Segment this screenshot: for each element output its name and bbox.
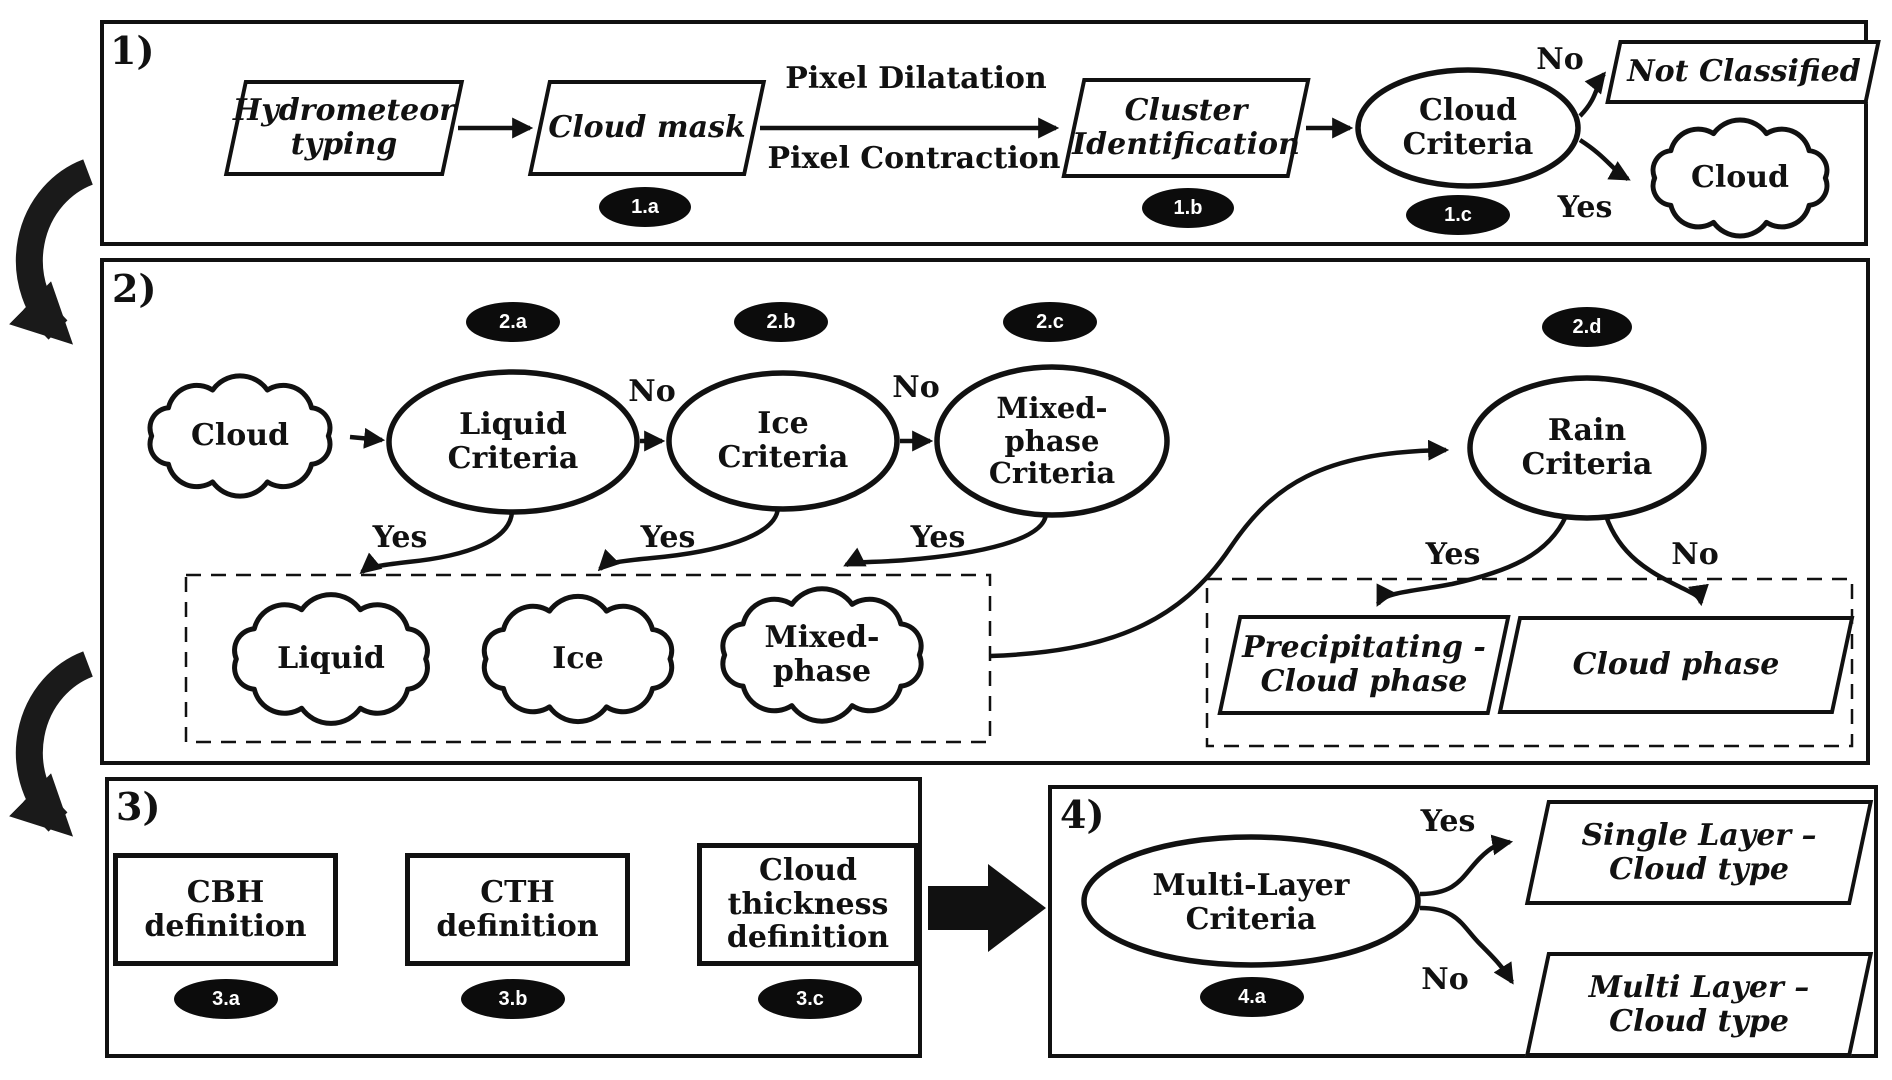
arrow-phasebox-to-rain xyxy=(989,439,1450,659)
cth-definition-node xyxy=(405,853,630,966)
ice-yes-label: Yes xyxy=(640,520,696,556)
liquid-cloud-label: Liquid xyxy=(277,641,385,677)
multilayer-no-label: No xyxy=(1421,962,1469,998)
arrow-multilayer-no xyxy=(1419,905,1514,985)
section3-label: 3) xyxy=(116,784,161,829)
multilayer-criteria-ellipse xyxy=(1081,834,1421,968)
multi-layer-label: Multi Layer – Cloud type xyxy=(1588,969,1810,1039)
cloud-thickness-node xyxy=(697,843,919,966)
step-2d-badge: 2.d xyxy=(1542,307,1632,347)
mixed-yes-label: Yes xyxy=(910,520,966,556)
section1-yes-label: Yes xyxy=(1557,190,1613,226)
liquid-no-label: No xyxy=(628,374,676,410)
ice-criteria-label: Ice Criteria xyxy=(717,406,849,475)
rain-criteria-ellipse xyxy=(1467,375,1707,521)
cbh-definition-node xyxy=(113,853,338,966)
step-3c-badge: 3.c xyxy=(758,979,862,1019)
ice-cloud-label: Ice xyxy=(552,641,604,677)
arrow-rain-yes xyxy=(1375,515,1569,607)
arrow-no-to-notclassified xyxy=(1578,71,1606,118)
hydrometeor-typing-label: Hydrometeor typing xyxy=(232,93,456,162)
cluster-identification-label: Cluster Identification xyxy=(1072,93,1300,162)
cloud-criteria-ellipse xyxy=(1355,67,1581,189)
arrow-rain-no xyxy=(1603,515,1709,607)
rain-yes-label: Yes xyxy=(1425,537,1481,573)
section4-label: 4) xyxy=(1060,792,1105,837)
step-2c-badge: 2.c xyxy=(1003,302,1097,342)
multilayer-yes-label: Yes xyxy=(1420,804,1476,840)
step-4a-badge: 4.a xyxy=(1200,977,1304,1017)
arrow-cloud-to-liquid xyxy=(349,427,386,449)
cloud-criteria-label: Cloud Criteria xyxy=(1402,93,1534,162)
liquid-criteria-label: Liquid Criteria xyxy=(447,407,579,476)
section2-label: 2) xyxy=(112,266,157,311)
arrow-multilayer-yes xyxy=(1419,834,1514,897)
section2-box xyxy=(100,258,1870,765)
pixel-contraction-label: Pixel Contraction xyxy=(767,141,1061,177)
mixed-criteria-label: Mixed-phase Criteria xyxy=(988,391,1116,491)
section1-cloud-label: Cloud xyxy=(1690,160,1790,196)
step-3b-badge: 3.b xyxy=(461,979,565,1019)
arrow-mixed-yes xyxy=(843,513,1049,568)
section3-box xyxy=(105,777,922,1058)
arrow-yes-to-cloud xyxy=(1578,138,1631,181)
mixed-criteria-ellipse xyxy=(934,364,1170,518)
section2-to-section3-arrow xyxy=(9,651,94,837)
ice-criteria-ellipse xyxy=(666,370,900,512)
rain-results-dashed-box xyxy=(1205,577,1854,748)
section1-no-label: No xyxy=(1536,42,1584,78)
cloud-thickness-label: Cloud thickness definition xyxy=(726,853,890,956)
rain-criteria-label: Rain Criteria xyxy=(1521,413,1653,482)
step-1a-badge: 1.a xyxy=(599,187,691,227)
step-2b-badge: 2.b xyxy=(734,302,828,342)
cloud-phase-label: Cloud phase xyxy=(1572,647,1780,683)
section4-box xyxy=(1048,785,1878,1058)
step-1c-badge: 1.c xyxy=(1406,195,1510,235)
arrow-ice-yes xyxy=(597,507,781,572)
arrow-liquid-yes xyxy=(359,511,515,575)
not-classified-label: Not Classified xyxy=(1627,54,1861,90)
precipitating-label: Precipitating - Cloud phase xyxy=(1242,630,1486,699)
mixed-cloud-label: Mixed-phase xyxy=(764,620,880,689)
step-3a-badge: 3.a xyxy=(174,979,278,1019)
cth-definition-label: CTH definition xyxy=(436,874,599,944)
section1-box xyxy=(100,20,1868,246)
pixel-dilatation-label: Pixel Dilatation xyxy=(785,61,1047,97)
multilayer-criteria-label: Multi-Layer Criteria xyxy=(1152,868,1350,937)
section2-cloud-label: Cloud xyxy=(190,418,290,454)
single-layer-label: Single Layer – Cloud type xyxy=(1581,817,1817,887)
liquid-criteria-ellipse xyxy=(386,369,640,515)
cbh-definition-label: CBH definition xyxy=(144,874,307,944)
phase-results-dashed-box xyxy=(184,573,992,744)
step-2a-badge: 2.a xyxy=(466,302,560,342)
ice-no-label: No xyxy=(892,370,940,406)
rain-no-label: No xyxy=(1671,537,1719,573)
step-1b-badge: 1.b xyxy=(1142,188,1234,228)
cloud-mask-label: Cloud mask xyxy=(548,110,746,146)
section3-to-section4-arrow xyxy=(928,864,1046,952)
section1-to-section2-arrow xyxy=(9,159,94,345)
liquid-yes-label: Yes xyxy=(372,520,428,556)
section1-label: 1) xyxy=(110,28,155,73)
